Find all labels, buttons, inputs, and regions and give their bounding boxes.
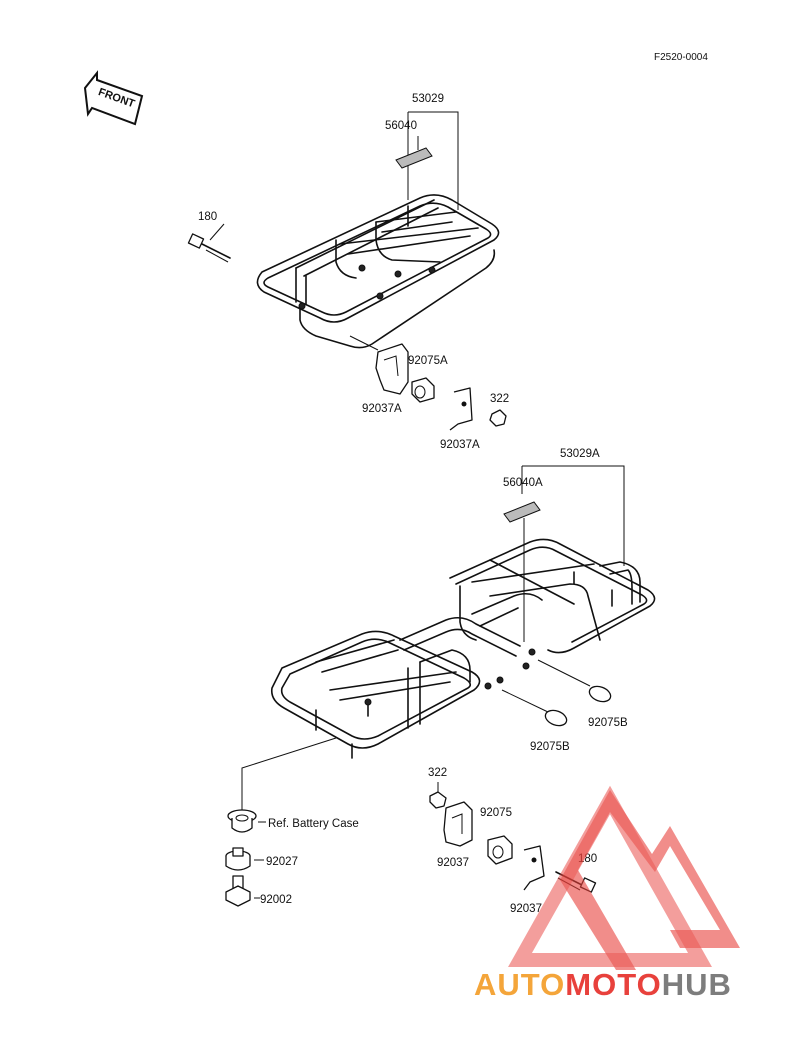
label-322-bottom: 322: [428, 767, 447, 779]
bracket-92037A-left-icon: [375, 343, 409, 395]
pad-92075B-right-icon: [588, 685, 612, 703]
label-56040A: 56040A: [503, 477, 543, 489]
label-92075: 92075: [480, 807, 512, 819]
label-92037-upper: 92037: [437, 857, 469, 869]
front-arrow-icon: FRONT: [83, 70, 144, 126]
watermark-part-auto: AUTO: [474, 967, 565, 1002]
pad-92075B-left-icon: [544, 709, 568, 727]
automotohub-watermark-logo: [508, 785, 740, 970]
label-92027: 92027: [266, 856, 298, 868]
bracket-92037-lower-icon: [523, 845, 545, 891]
label-92037A-right: 92037A: [440, 439, 480, 451]
collar-92027-icon: [225, 847, 251, 871]
bracket-92037A-right-icon: [449, 387, 473, 431]
label-322-top: 322: [490, 393, 509, 405]
grommet-battery-case-icon: [227, 809, 257, 833]
nut-322-top-icon: [489, 409, 507, 427]
label-92037-lower: 92037: [510, 903, 542, 915]
label-92037A-left: 92037A: [362, 403, 402, 415]
label-56040: 56040: [385, 120, 417, 132]
figure-code: F2520-0004: [654, 52, 708, 63]
collar-92075-icon: [487, 835, 513, 865]
lower-leader-lines: [241, 465, 625, 812]
bracket-92037-upper-icon: [443, 801, 473, 847]
label-92075B-left: 92075B: [530, 741, 570, 753]
label-53029: 53029: [412, 93, 444, 105]
watermark-part-moto: MOTO: [565, 967, 661, 1002]
upper-carrier-rack: [256, 194, 500, 349]
watermark-text: AUTOMOTOHUB: [474, 967, 732, 1002]
label-92075A: 92075A: [408, 355, 448, 367]
bolt-92002-icon: [225, 875, 251, 907]
nut-322-bottom-icon: [429, 791, 447, 809]
label-ref-battery-case: Ref. Battery Case: [268, 818, 359, 830]
decal-56040A-icon: [503, 501, 541, 523]
lower-carrier-rack: [270, 538, 656, 759]
label-92075B-right: 92075B: [588, 717, 628, 729]
label-92002: 92002: [260, 894, 292, 906]
label-53029A: 53029A: [560, 448, 600, 460]
watermark-part-hub: HUB: [662, 967, 732, 1002]
bolt-180-top-icon: [187, 233, 231, 263]
decal-56040-icon: [395, 147, 433, 169]
label-180-top: 180: [198, 211, 217, 223]
collar-92075A-icon: [411, 377, 435, 403]
